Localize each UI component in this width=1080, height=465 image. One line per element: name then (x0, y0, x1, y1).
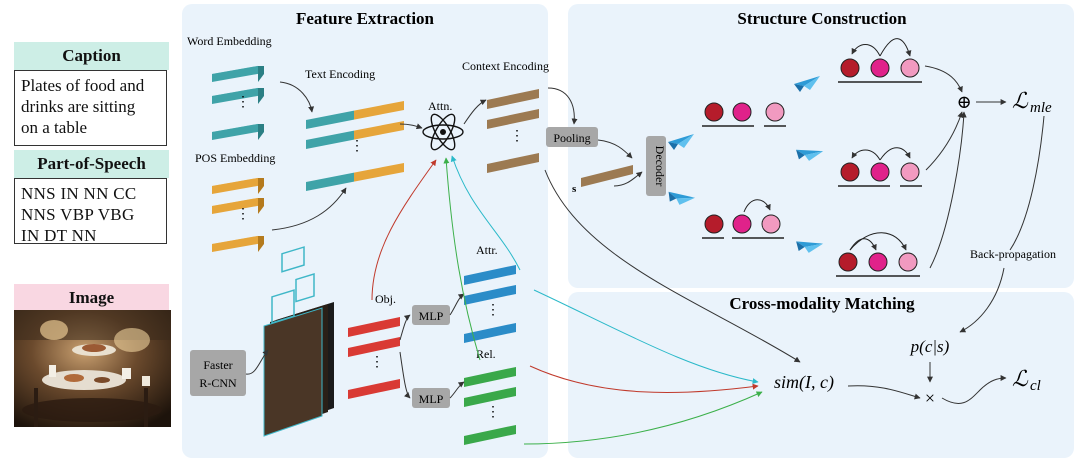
tree-bottom-right (836, 232, 920, 277)
attr-bars: ⋮ (464, 264, 516, 343)
structure-construction-panel (568, 4, 1074, 288)
context-encoding-label: Context Encoding (462, 59, 549, 73)
loss-mle-symbol: ℒ (1012, 88, 1029, 113)
sim-function: sim(I, c) (774, 372, 834, 393)
vdots: ⋮ (486, 303, 500, 318)
obj-to-sim-line (529, 365, 759, 394)
s-label: s (572, 183, 577, 195)
word-to-text-arrow (279, 81, 315, 113)
decoder-label: Decoder (653, 146, 667, 187)
structure-construction-title: Structure Construction (737, 9, 907, 28)
vdots: ⋮ (370, 355, 384, 370)
tree-level-1 (702, 102, 786, 127)
tree-level-2-bottom (702, 199, 784, 239)
caption-box: Plates of food and drinks are sitting on… (14, 70, 167, 146)
rcnn-label: R-CNN (199, 376, 237, 390)
loss-mle-subscript: mle (1030, 100, 1052, 116)
pos-to-text-arrow (271, 187, 347, 231)
loss-cl-symbol: ℒ (1012, 366, 1029, 391)
faster-label: Faster (203, 358, 232, 372)
s-to-decoder-arrow (613, 171, 643, 187)
obj-bars: ⋮ (348, 316, 400, 399)
tree-middle-right (838, 147, 922, 187)
caption-line-3: on a table (21, 118, 88, 137)
context-to-pooling-arrow (547, 87, 578, 125)
pooling-to-s-arrow (597, 139, 633, 159)
vdots: ⋮ (236, 95, 250, 110)
pos-line-2: NNS VBP VBG (21, 205, 135, 224)
obj-to-mlp-bottom-arrow (399, 351, 411, 399)
loss-cl-subscript: cl (1030, 378, 1041, 394)
times-to-loss-arrow (941, 375, 1007, 404)
sentence-vector (581, 165, 633, 187)
mlp-to-attr-arrow (449, 293, 465, 316)
sum-symbol: ⊕ (956, 92, 971, 112)
context-to-sim-arrow (544, 169, 801, 363)
rel-to-attn-line (443, 157, 481, 361)
pos-embedding-label: POS Embedding (195, 151, 275, 165)
vdots: ⋮ (236, 207, 250, 222)
attn-label: Attn. (428, 99, 452, 113)
image-header-label: Image (68, 288, 115, 307)
rel-bars: ⋮ (464, 366, 516, 445)
caption-header-label: Caption (62, 46, 121, 65)
text-to-attn-arrow (399, 123, 423, 130)
back-propagation-label: Back-propagation (970, 247, 1056, 261)
caption-header: Caption (14, 42, 169, 70)
rel-to-sim-line (523, 391, 763, 445)
vdots: ⋮ (486, 405, 500, 420)
text-encoding-bars: ⋮ (306, 100, 404, 191)
caption-line-1: Plates of food and (21, 76, 145, 95)
decoder-box (646, 136, 666, 196)
vdots: ⋮ (350, 139, 364, 154)
pos-line-1: NNS IN NN CC (21, 184, 137, 203)
pooling-label: Pooling (553, 131, 590, 145)
input-image-photo (14, 310, 171, 427)
pos-embedding-bars: ⋮ (212, 177, 264, 252)
caption-line-2: drinks are sitting (21, 97, 136, 116)
cross-modality-panel (568, 292, 1074, 458)
pos-header: Part-of-Speech (14, 150, 169, 178)
mlp-top-box (412, 305, 450, 325)
mlp-to-rel-arrow (449, 381, 465, 399)
pooling-box (546, 127, 598, 147)
pos-header-label: Part-of-Speech (37, 154, 146, 173)
times-symbol: × (925, 388, 935, 408)
obj-to-mlp-top-arrow (399, 314, 411, 341)
vdots: ⋮ (510, 129, 524, 144)
mlp-bottom-box (412, 388, 450, 408)
rcnn-to-features-arrow (245, 349, 269, 375)
tree-top-right (838, 38, 922, 83)
attn-to-context-arrow (463, 99, 487, 125)
feature-map-stack (263, 246, 334, 437)
attr-label: Attr. (476, 243, 498, 257)
obj-to-attn-line (371, 159, 437, 301)
image-header: Image (14, 284, 169, 312)
pos-box: NNS IN NN CC NNS VBP VBG IN DT NN (14, 178, 167, 245)
feature-extraction-title: Feature Extraction (296, 9, 435, 28)
atom-icon (422, 113, 464, 151)
attr-to-attn-line (450, 155, 521, 271)
bottom-tree-to-sum-arrow (929, 111, 967, 269)
top-tree-to-sum-arrow (924, 65, 963, 93)
word-embedding-label: Word Embedding (187, 34, 272, 48)
mlp-top-label: MLP (419, 309, 444, 323)
p-c-given-s: p(c|s) (910, 337, 950, 356)
pos-line-3: IN DT NN (21, 226, 97, 245)
sim-to-times-arrow (847, 385, 921, 400)
text-encoding-label: Text Encoding (305, 67, 375, 81)
cross-modality-title: Cross-modality Matching (729, 294, 915, 313)
faster-rcnn-box (190, 350, 246, 396)
mlp-bottom-label: MLP (419, 392, 444, 406)
obj-label: Obj. (375, 292, 396, 306)
middle-tree-to-sum-arrow (925, 111, 964, 171)
back-propagation-line-top (1009, 115, 1045, 251)
rel-label: Rel. (476, 347, 496, 361)
back-propagation-arrow (959, 267, 1005, 333)
context-encoding-bars: ⋮ (487, 88, 539, 173)
word-embedding-bars: ⋮ (212, 65, 264, 140)
attr-to-sim-line (533, 289, 759, 385)
